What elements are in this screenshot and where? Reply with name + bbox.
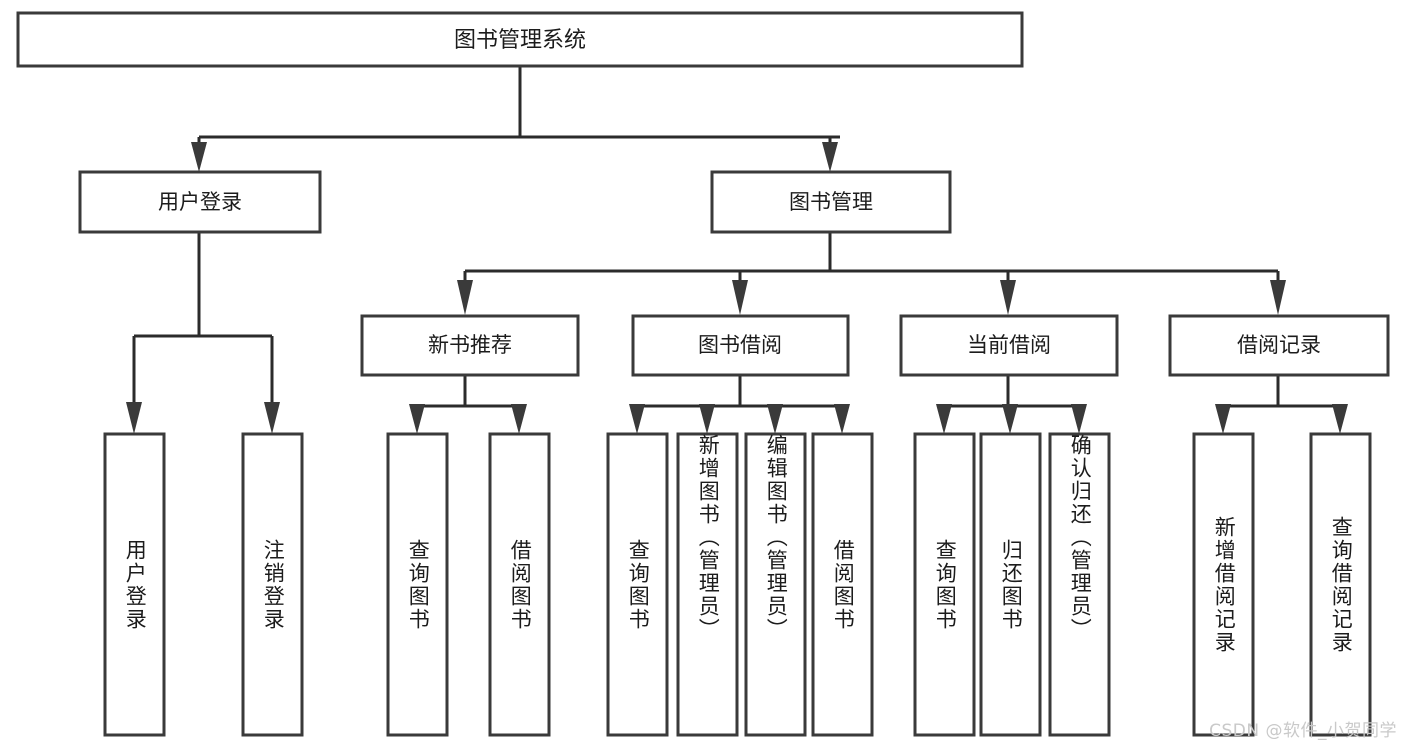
node-label-current-borrow: 当前借阅: [967, 333, 1051, 357]
arrowhead-borrow-record: [1270, 280, 1286, 315]
connector-group-borrow-record: [1215, 375, 1348, 434]
arrowhead-book-manage: [822, 142, 838, 172]
arrowhead-leaf-query-book-2: [629, 404, 645, 434]
connector-group-current-borrow: [936, 375, 1087, 434]
node-label-new-book-recommend: 新书推荐: [428, 333, 512, 357]
arrowhead-leaf-logout: [264, 402, 280, 434]
arrowhead-leaf-edit-book: [767, 404, 783, 434]
node-label-borrow-record: 借阅记录: [1237, 333, 1321, 357]
node-box-leaf-return-book[interactable]: [979, 432, 1042, 737]
arrowhead-leaf-return-book: [1002, 404, 1018, 434]
node-box-leaf-add-book[interactable]: [676, 432, 739, 737]
node-box-leaf-add-record[interactable]: [1192, 432, 1255, 737]
connector-group-book-borrow: [629, 375, 850, 434]
node-box-leaf-user-login[interactable]: [103, 432, 166, 737]
arrowhead-new-book-recommend: [457, 280, 473, 315]
node-box-current-borrow[interactable]: [899, 314, 1119, 377]
node-box-book-manage[interactable]: [710, 170, 952, 234]
node-label-user-login: 用户登录: [158, 190, 242, 214]
node-box-book-borrow[interactable]: [631, 314, 850, 377]
node-box-leaf-edit-book[interactable]: [744, 432, 807, 737]
arrowhead-leaf-borrow-book-1: [511, 404, 527, 434]
arrowhead-leaf-confirm-return: [1071, 404, 1087, 434]
node-box-leaf-query-record[interactable]: [1309, 432, 1372, 737]
node-box-leaf-borrow-book-2[interactable]: [811, 432, 874, 737]
arrowhead-leaf-add-record: [1215, 404, 1231, 434]
node-box-leaf-query-book-1[interactable]: [386, 432, 449, 737]
connector-group-new-book-recommend: [409, 375, 527, 434]
arrowhead-leaf-query-book-3: [936, 404, 952, 434]
watermark: CSDN @软件_小贺同学: [1209, 721, 1397, 741]
arrowhead-leaf-query-record: [1332, 404, 1348, 434]
node-box-root[interactable]: [16, 11, 1024, 68]
node-label-book-manage: 图书管理: [789, 190, 873, 214]
arrowhead-book-borrow: [732, 280, 748, 315]
arrowhead-leaf-borrow-book-2: [834, 404, 850, 434]
arrowhead-current-borrow: [1000, 280, 1016, 315]
node-label-book-borrow: 图书借阅: [698, 333, 782, 357]
node-box-leaf-borrow-book-1[interactable]: [488, 432, 551, 737]
node-box-user-login[interactable]: [78, 170, 322, 234]
node-box-borrow-record[interactable]: [1168, 314, 1390, 377]
node-box-new-book-recommend[interactable]: [360, 314, 580, 377]
arrowhead-leaf-user-login: [126, 402, 142, 434]
node-box-leaf-logout[interactable]: [241, 432, 304, 737]
connector-group-user-login: [126, 232, 280, 434]
node-box-leaf-query-book-3[interactable]: [913, 432, 976, 737]
arrowhead-leaf-add-book: [699, 404, 715, 434]
arrowhead-user-login: [191, 142, 207, 172]
connector-group-book-manage: [457, 232, 1286, 315]
node-box-leaf-query-book-2[interactable]: [606, 432, 669, 737]
node-box-leaf-confirm-return[interactable]: [1048, 432, 1111, 737]
connector-group-root: [191, 66, 840, 172]
node-label-root: 图书管理系统: [454, 28, 586, 53]
arrowhead-leaf-query-book-1: [409, 404, 425, 434]
